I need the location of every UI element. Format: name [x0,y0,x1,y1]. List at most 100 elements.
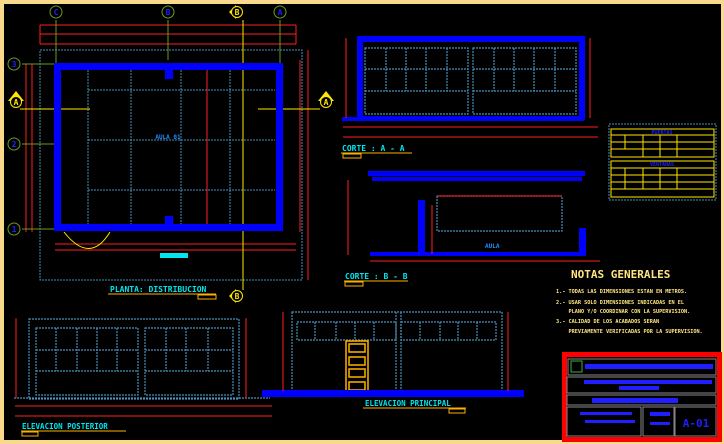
drawing-stroke [291,311,503,392]
section-marker-b-top: B [229,5,243,19]
drawing-stroke [282,312,509,391]
drawing-stroke [585,420,635,423]
grid-lines [22,20,281,230]
title-block: A-01 [562,352,722,442]
drawing-stroke [368,171,585,176]
drawing-stroke [372,177,582,181]
plan-ceiling-grid [39,49,303,281]
note-3: 3.- CALIDAD DE LOS ACABADOS SERAN [556,319,659,325]
drawing-stroke [7,222,21,236]
note-3-cont: PREVIAMENTE VERIFICADAS POR LA SUPERVISI… [556,329,703,335]
drawing-stroke: A [324,98,329,107]
drawing-stroke [49,5,63,19]
windows-table-title: VENTANAS [650,162,674,168]
drawing-stroke [357,36,585,42]
drawing-stroke [348,368,366,378]
door-elevation [345,340,369,392]
drawing-stroke [579,228,586,255]
drawing-stroke [364,47,577,115]
drawing-stroke [232,7,242,17]
drawing-stroke [642,406,675,437]
drawing-stroke [28,318,240,400]
drawing-stroke: 1 [12,225,17,234]
drawing-stroke [7,57,21,71]
grid-bubble-a: A [273,5,287,19]
drawing-stroke [567,357,717,437]
grid-bubble-3: 3 [7,57,21,71]
drawing-stroke [276,63,283,231]
grid-bubble-c: C [49,5,63,19]
door-swing [63,231,111,249]
section-marker-a-left: A [8,91,24,108]
drawing-stroke [54,63,61,231]
drawing-stroke [448,408,466,414]
note-2: 2.- USAR SOLO DIMENSIONES INDICADAS EN E… [556,300,684,306]
section-marker-b-bottom: B [229,289,243,303]
drawing-stroke: 3 [12,60,17,69]
main-elevation: ELEVACION PRINCIPAL [262,311,524,414]
drawing-stroke [14,318,270,400]
drawing-stroke [418,200,425,255]
section-a-title: CORTE : A - A [342,144,405,153]
door-window-schedules: PUERTAS VENTANAS [608,123,717,201]
plan-title: PLANTA: DISTRIBUCION [110,285,207,294]
logo [570,360,583,373]
drawing-stroke [650,412,670,416]
drawing-stroke [585,364,713,369]
drawing-stroke [436,195,563,232]
drawing-stroke [273,5,287,19]
drawing-stroke [674,406,717,437]
drawing-stroke [161,5,175,19]
floor-plan: AULA 01 PLANTA: DISTRIBUCION [20,20,320,300]
drawing-stroke [7,137,21,151]
grid-bubble-2: 2 [7,137,21,151]
drawing-stroke [368,171,586,256]
rear-elevation-title: ELEVACION POSTERIOR [22,422,108,431]
drawing-stroke [619,386,659,390]
drawing-stroke [165,216,173,228]
drawing-stroke [232,291,242,301]
drawing-stroke: 2 [12,140,17,149]
drawing-stroke [344,281,364,287]
plan-label-block [160,253,188,258]
drawing-stroke [342,153,362,159]
windows-table [610,160,715,198]
drawing-stroke [343,38,598,138]
section-b-title: CORTE : B - B [345,272,408,281]
drawing-stroke [342,36,585,121]
drawing-stroke [144,327,234,396]
drawing-stroke [357,36,363,120]
drawing-stroke [165,67,173,79]
plan-scale-tag [197,294,217,300]
section-b-room-label: AULA [485,243,500,250]
drawing-stroke [650,422,670,425]
grid-bubbles: C B A 3 2 1 B B A A [7,5,334,303]
drawing-stroke [321,97,331,107]
drawing-stroke [370,252,586,256]
plan-walls [54,63,283,231]
drawing-stroke: C [54,8,59,17]
drawing-stroke [567,358,717,376]
section-marker-a-right: A [318,91,334,108]
drawing-stroke: B [235,292,240,301]
drawing-stroke [579,36,585,120]
drawing-stroke [584,380,712,384]
drawing-stroke [347,180,600,262]
drawing-stroke [54,63,283,70]
section-b-b: AULA CORTE : B - B [344,171,600,287]
sheet-number: A-01 [683,417,710,430]
drawing-stroke [342,117,362,121]
notes-title: NOTAS GENERALES [571,268,670,281]
drawing-stroke [580,412,632,415]
drawing-stroke: A [278,8,283,17]
section-a-a: CORTE : A - A [341,36,598,159]
drawing-stroke [35,327,139,396]
grid-bubble-b: B [161,5,175,19]
drawing-stroke [39,49,303,281]
drawing-stroke [362,116,584,121]
drawing-stroke [364,47,469,115]
doors-table [610,128,715,158]
drawing-stroke [566,358,717,437]
